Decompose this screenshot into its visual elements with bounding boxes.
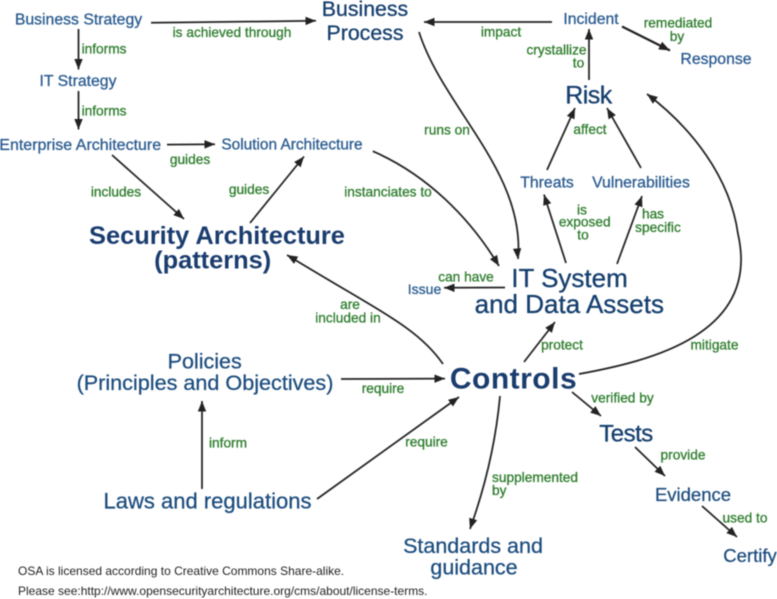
svg-text:supplemented: supplemented [492,470,578,485]
svg-text:(patterns): (patterns) [154,247,271,275]
svg-text:Risk: Risk [565,82,613,110]
svg-text:Evidence: Evidence [655,484,731,505]
svg-text:OSA is licensed according to C: OSA is licensed according to Creative Co… [18,564,344,578]
svg-text:protect: protect [541,338,583,353]
svg-text:IT System: IT System [511,263,628,293]
svg-text:guidance: guidance [430,556,517,580]
svg-text:require: require [405,435,448,450]
svg-text:Laws and regulations: Laws and regulations [104,489,312,514]
svg-text:guides: guides [229,182,269,197]
svg-text:Controls: Controls [450,363,577,396]
svg-text:Certify: Certify [723,545,777,566]
svg-text:(Principles and Objectives): (Principles and Objectives) [77,370,334,395]
svg-text:are: are [340,297,360,312]
svg-text:crystallize: crystallize [526,43,586,58]
svg-text:Threats: Threats [520,175,574,192]
svg-text:Solution Architecture: Solution Architecture [221,137,362,154]
svg-text:to: to [573,56,585,71]
svg-text:remediated: remediated [644,16,712,31]
svg-text:Security Architecture: Security Architecture [89,222,345,250]
svg-text:affect: affect [573,122,606,137]
svg-text:Vulnerabilities: Vulnerabilities [592,175,690,192]
svg-text:Incident: Incident [563,11,619,28]
svg-text:includes: includes [91,185,141,200]
svg-text:Response: Response [680,51,751,68]
svg-text:to: to [577,228,589,243]
svg-text:and Data Assets: and Data Assets [475,289,664,319]
svg-text:mitigate: mitigate [691,338,739,353]
svg-text:has: has [642,207,664,222]
svg-text:exposed: exposed [559,215,611,230]
svg-text:instanciates to: instanciates to [344,185,432,200]
svg-text:Business Strategy: Business Strategy [15,12,142,29]
svg-text:inform: inform [209,436,247,451]
svg-text:Tests: Tests [599,421,653,448]
svg-text:impact: impact [481,25,522,40]
svg-text:Policies: Policies [168,349,242,373]
svg-text:Standards and: Standards and [403,534,543,558]
svg-text:specific: specific [635,220,681,235]
svg-text:informs: informs [82,104,127,119]
svg-text:is: is [577,203,587,218]
svg-text:Issue: Issue [408,281,442,297]
svg-text:included in: included in [315,311,380,326]
svg-text:used to: used to [723,511,768,526]
svg-text:can have: can have [438,270,494,285]
svg-text:Enterprise Architecture: Enterprise Architecture [0,137,161,154]
svg-text:provide: provide [661,448,706,463]
svg-text:by: by [492,483,507,498]
svg-text:verified by: verified by [591,391,654,406]
svg-text:Business: Business [322,0,408,21]
svg-text:by: by [670,29,685,44]
svg-text:guides: guides [170,152,210,167]
svg-text:require: require [362,381,405,396]
svg-text:informs: informs [82,42,127,57]
svg-text:Process: Process [327,21,404,45]
svg-text:is achieved through: is achieved through [173,25,292,40]
svg-text:IT Strategy: IT Strategy [40,73,117,90]
svg-text:Please see:http://www.opensecu: Please see:http://www.opensecurityarchit… [18,584,428,598]
svg-text:runs on: runs on [424,123,470,138]
